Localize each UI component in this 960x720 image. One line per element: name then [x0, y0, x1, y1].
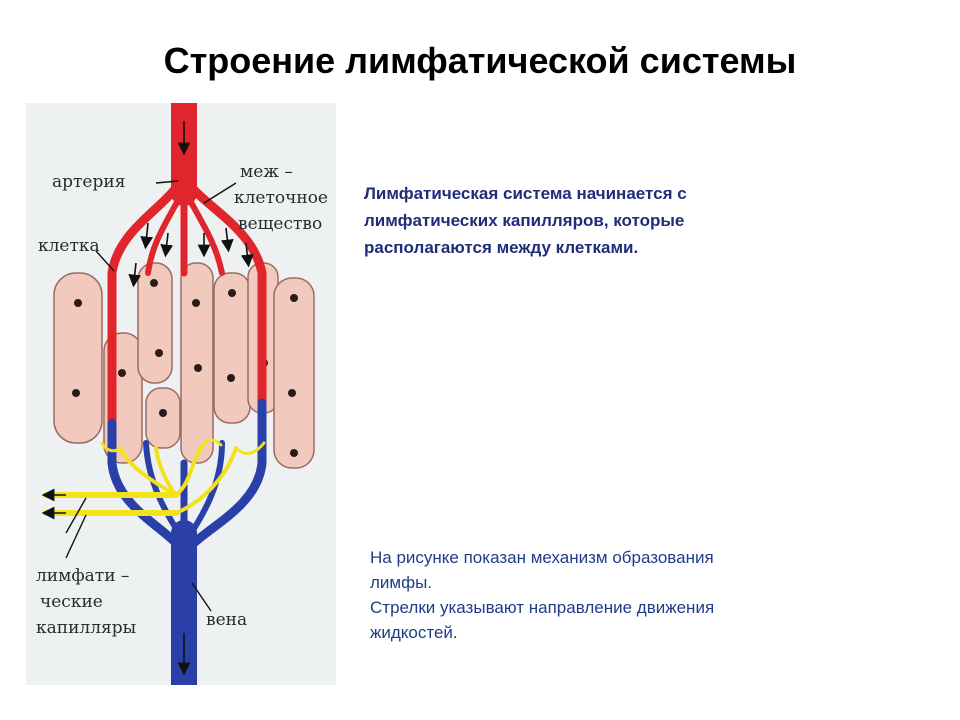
nucleus	[155, 349, 163, 357]
lymph-diagram-svg	[41, 103, 315, 685]
intro-line: Лимфатическая система начинается с	[364, 184, 687, 203]
cell	[53, 272, 103, 444]
label-lymph-3: капилляры	[36, 618, 137, 638]
lymph-capillaries	[43, 438, 266, 516]
nucleus	[290, 449, 298, 457]
nucleus	[150, 279, 158, 287]
label-lymph-1: лимфати –	[36, 566, 130, 586]
slide-title: Строение лимфатической системы	[163, 40, 797, 81]
nucleus	[192, 299, 200, 307]
cell	[273, 277, 315, 469]
nucleus	[74, 299, 82, 307]
intro-text: Лимфатическая система начинается с лимфа…	[364, 180, 784, 261]
tissue-cells	[53, 262, 315, 469]
nucleus	[290, 294, 298, 302]
label-cell: клетка	[38, 236, 100, 256]
caption-line: Стрелки указывают направление движения	[370, 598, 715, 617]
lymph-system-figure: артерия меж – клеточное вещество клетка …	[26, 103, 336, 685]
label-artery: артерия	[52, 172, 126, 192]
nucleus	[159, 409, 167, 417]
caption-line: лимфы.	[370, 573, 433, 592]
caption-text: На рисунке показан механизм образования …	[370, 545, 840, 645]
intro-line: располагаются между клетками.	[364, 238, 639, 257]
label-pointers	[65, 180, 237, 612]
cell	[180, 262, 214, 464]
nucleus	[228, 289, 236, 297]
label-intercellular-1: меж –	[240, 162, 293, 182]
intro-line: лимфатических капилляров, которые	[364, 211, 685, 230]
caption-line: жидкостей.	[370, 623, 458, 642]
flow-arrows	[41, 121, 254, 676]
nucleus	[194, 364, 202, 372]
nucleus	[288, 389, 296, 397]
nucleus	[118, 369, 126, 377]
label-intercellular-3: вещество	[238, 214, 323, 234]
cell	[145, 387, 181, 449]
label-vein: вена	[206, 610, 248, 630]
label-intercellular-2: клеточное	[234, 188, 328, 208]
label-lymph-2: ческие	[40, 592, 103, 612]
cell	[137, 262, 173, 384]
nucleus	[227, 374, 235, 382]
caption-line: На рисунке показан механизм образования	[370, 548, 714, 567]
nucleus	[72, 389, 80, 397]
